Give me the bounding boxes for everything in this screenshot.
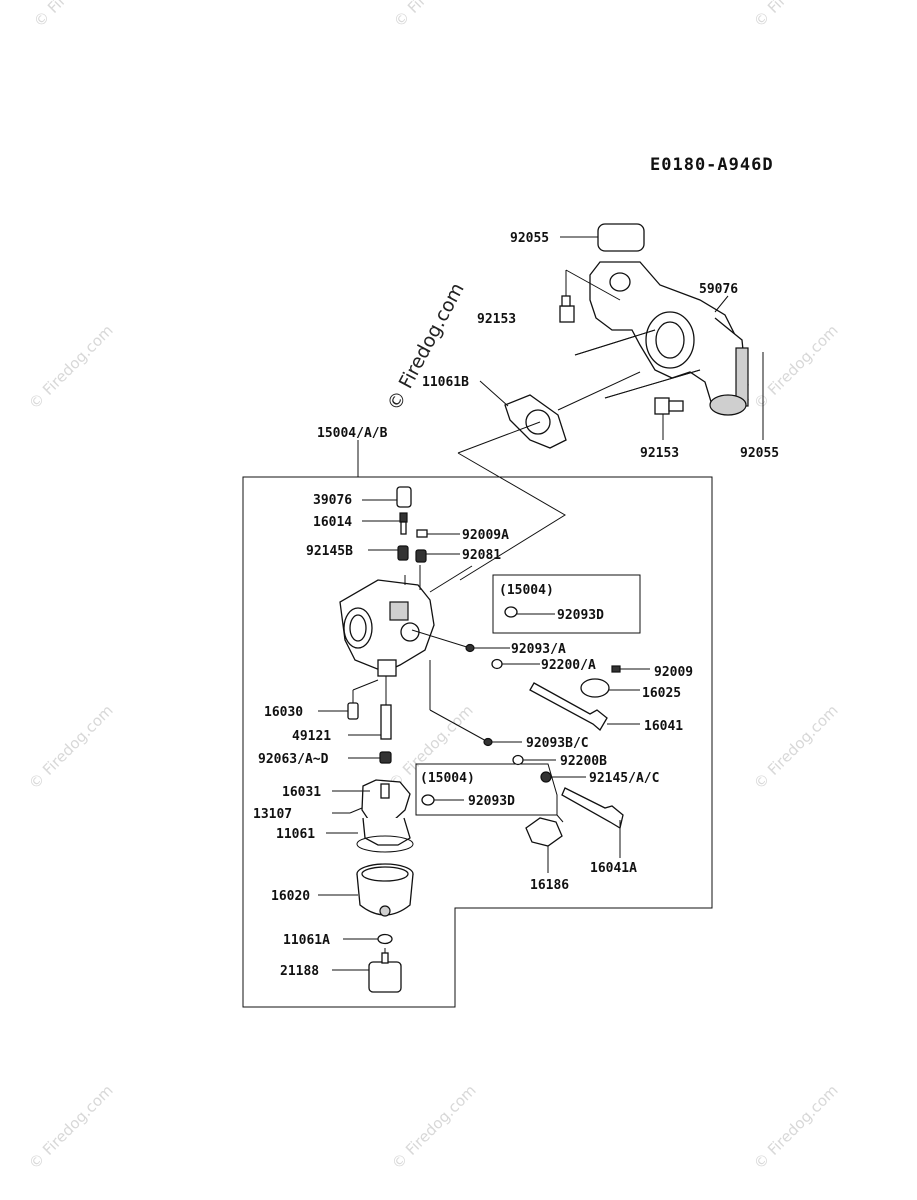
label-16031: 16031 xyxy=(282,785,321,800)
bowl-16020 xyxy=(318,863,414,917)
label-92145b: 92145B xyxy=(306,544,353,559)
label-92009: 92009 xyxy=(654,665,693,680)
label-92081: 92081 xyxy=(462,548,501,563)
watermark: © Firedog.com xyxy=(25,321,117,413)
diagram-code: E0180-A946D xyxy=(650,155,774,175)
label-92093d-top: 92093D xyxy=(557,608,604,623)
label-92153-upper: 92153 xyxy=(477,312,516,327)
intake-manifold-group xyxy=(479,223,764,449)
label-92055-top: 92055 xyxy=(510,231,549,246)
carburetor-parts xyxy=(318,486,650,993)
watermark: © Firedog.com xyxy=(25,1081,117,1173)
gasket-92055-top xyxy=(597,223,645,252)
label-39076: 39076 xyxy=(313,493,352,508)
watermark: © Firedog.com xyxy=(750,0,842,31)
label-92200b: 92200B xyxy=(560,754,607,769)
label-92093-b-c: 92093B/C xyxy=(526,736,589,751)
label-16030: 16030 xyxy=(264,705,303,720)
watermark: © Firedog.com xyxy=(25,701,117,793)
part-labels: 92055 59076 92153 11061B 92153 92055 150… xyxy=(253,231,779,979)
watermarks: © Firedog.com © Firedog.com © Firedog.co… xyxy=(25,0,842,1173)
label-15004-a-b: 15004/A/B xyxy=(317,426,388,441)
label-92145-a-c: 92145/A/C xyxy=(589,771,659,786)
solenoid-21188 xyxy=(332,948,402,993)
watermark: © Firedog.com xyxy=(750,321,842,413)
label-16041a: 16041A xyxy=(590,861,637,876)
label-11061a: 11061A xyxy=(283,933,330,948)
label-92055-right: 92055 xyxy=(740,446,779,461)
label-92200-a: 92200/A xyxy=(541,658,596,673)
label-92063: 92063/A~D xyxy=(258,752,329,767)
label-92009a: 92009A xyxy=(462,528,509,543)
label-13107: 13107 xyxy=(253,807,292,822)
label-92093-a: 92093/A xyxy=(511,642,566,657)
label-16186: 16186 xyxy=(530,878,569,893)
watermark: © Firedog.com xyxy=(750,1081,842,1173)
label-16020: 16020 xyxy=(271,889,310,904)
label-15004-box-top: (15004) xyxy=(499,583,554,598)
label-15004-box-left: (15004) xyxy=(420,771,475,786)
label-21188: 21188 xyxy=(280,964,319,979)
label-92153-lower: 92153 xyxy=(640,446,679,461)
label-49121: 49121 xyxy=(292,729,331,744)
watermark: © Firedog.com xyxy=(30,0,122,31)
watermark-center: © Firedog.com xyxy=(383,279,469,414)
label-16041: 16041 xyxy=(644,719,683,734)
label-16025: 16025 xyxy=(642,686,681,701)
watermark: © Firedog.com xyxy=(388,1081,480,1173)
watermark: © Firedog.com xyxy=(750,701,842,793)
bolt-92153-lower xyxy=(654,394,747,440)
carburetor-assembly-outline xyxy=(242,476,713,1008)
subbox-15004-top xyxy=(492,574,641,634)
subbox-15004-left xyxy=(415,763,558,816)
watermark: © Firedog.com xyxy=(390,0,482,31)
label-11061: 11061 xyxy=(276,827,315,842)
label-11061b: 11061B xyxy=(422,375,469,390)
bolt-92153-upper xyxy=(559,269,621,323)
label-59076: 59076 xyxy=(699,282,738,297)
label-92093d-left: 92093D xyxy=(468,794,515,809)
float-16031 xyxy=(361,779,411,823)
label-16014: 16014 xyxy=(313,515,352,530)
